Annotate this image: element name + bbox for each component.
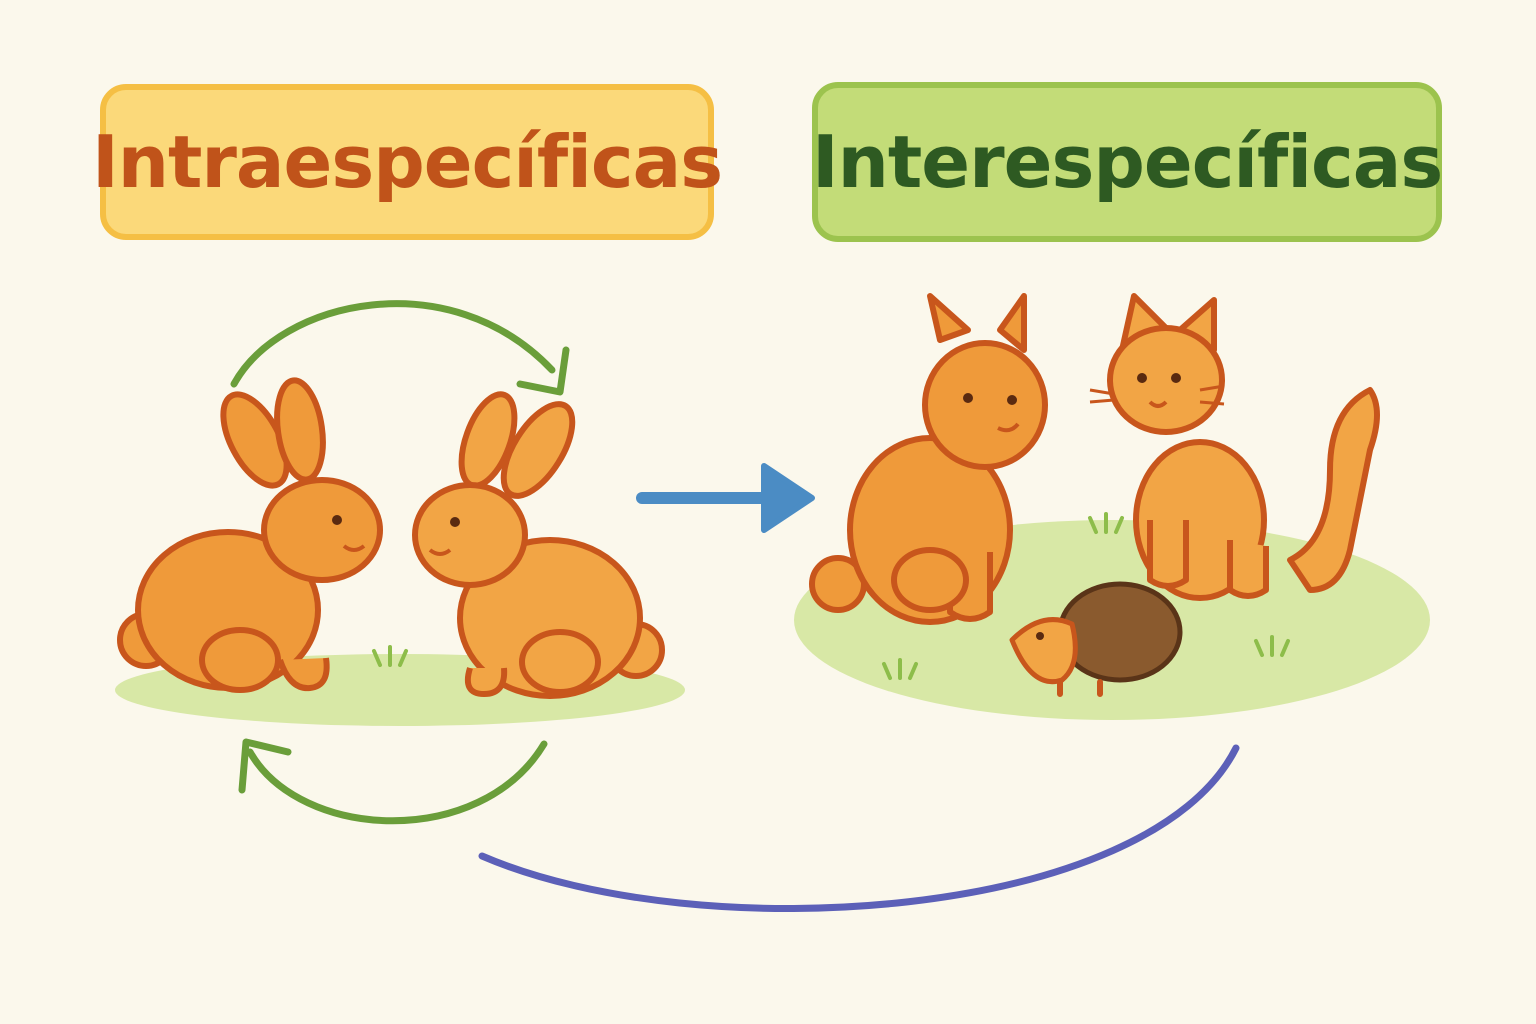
cat-icon xyxy=(1089,293,1380,601)
hedgehog-icon xyxy=(1009,581,1183,697)
grass-tufts xyxy=(372,512,1290,680)
transition-arrow xyxy=(636,463,815,533)
cycle-arrow-bottom xyxy=(238,738,548,825)
rabbit-icon xyxy=(412,391,665,699)
intraspecific-label: Intraespecíficas xyxy=(92,84,723,240)
return-arc xyxy=(478,744,1240,912)
cycle-arrow-top xyxy=(230,300,570,396)
rabbit-icon xyxy=(117,377,383,693)
dog-icon xyxy=(809,293,1048,625)
interspecific-label: Interespecíficas xyxy=(812,82,1443,242)
